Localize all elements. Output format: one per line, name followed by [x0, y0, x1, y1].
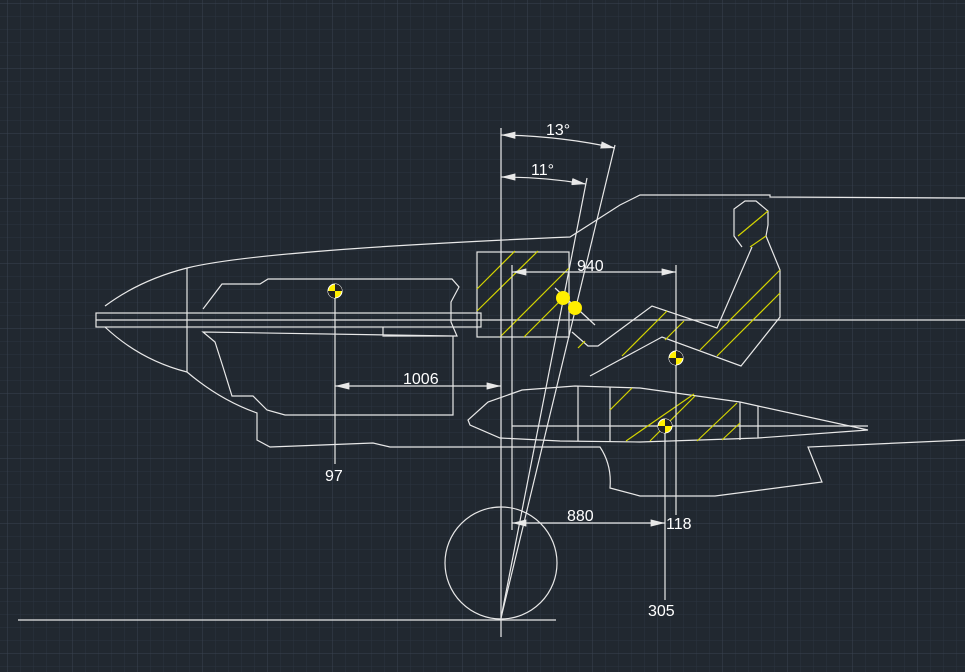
cg-marker-icon [668, 350, 684, 366]
datum-lines [500, 128, 616, 637]
cg-marker-icon [657, 418, 673, 434]
dimension-label-1006: 1006 [403, 371, 439, 388]
angle-arc-11 [500, 173, 587, 186]
pilot-outline [571, 200, 781, 377]
cg-label-wing: 305 [648, 603, 675, 620]
cg-leaders [334, 265, 677, 600]
propeller-shaft [95, 312, 965, 328]
cg-label-pilot: 118 [666, 516, 692, 533]
selection-grip-icon[interactable] [568, 301, 582, 315]
dimension-label-880: 880 [567, 508, 594, 525]
cg-label-engine: 97 [325, 468, 343, 485]
angle-arc-13 [500, 131, 616, 149]
landing-wheel [444, 506, 558, 620]
pilot-hatch [577, 210, 781, 357]
angle-label-13: 13° [546, 122, 570, 139]
angle-label-11: 11° [531, 162, 554, 179]
dimension-label-940: 940 [577, 258, 604, 275]
selection-grip-icon[interactable] [556, 291, 570, 305]
wing-ribs [512, 386, 868, 442]
wing-hatch [609, 387, 741, 442]
engine-outline [201, 278, 460, 416]
cg-marker-icon [327, 283, 343, 299]
